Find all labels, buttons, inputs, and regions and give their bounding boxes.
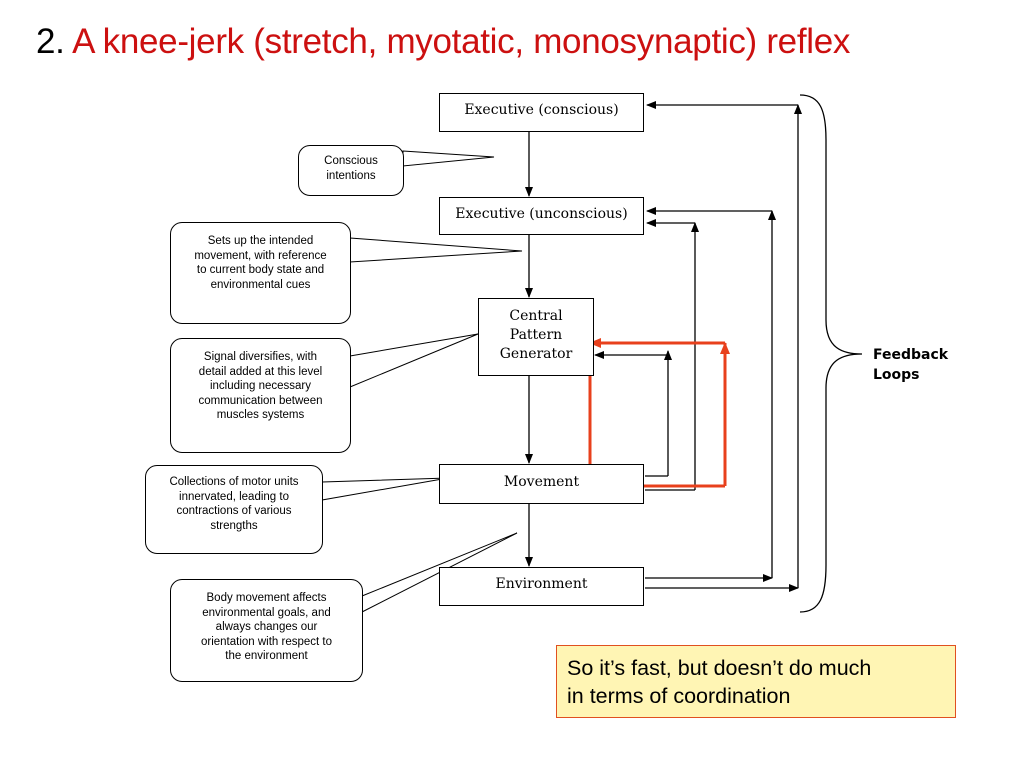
pointer-signal-diversifies	[349, 333, 479, 388]
environment-box: Environment	[439, 567, 644, 606]
pointer-conscious-intentions	[402, 150, 495, 167]
title-text: A knee-jerk (stretch, myotatic, monosyna…	[72, 22, 851, 61]
callout-note: So it’s fast, but doesn’t do much in ter…	[556, 645, 956, 718]
bubble-body-movement: Body movement affects environmental goal…	[170, 579, 363, 682]
executive-conscious-box: Executive (conscious)	[439, 93, 644, 132]
movement-box: Movement	[439, 464, 644, 504]
central-pattern-generator-box: Central Pattern Generator	[478, 298, 594, 376]
executive-unconscious-box: Executive (unconscious)	[439, 197, 644, 235]
title-number: 2.	[36, 22, 65, 61]
bubble-motor-units: Collections of motor units innervated, l…	[145, 465, 323, 554]
feedback-loops-label: Feedback Loops	[873, 347, 949, 383]
slide-title: 2. A knee-jerk (stretch, myotatic, monos…	[36, 22, 850, 62]
feedback-loop-arrows	[594, 101, 802, 592]
bubble-conscious-intentions: Conscious intentions	[298, 145, 404, 196]
callout-text: So it’s fast, but doesn’t do much in ter…	[567, 656, 872, 708]
bubble-sets-up-movement: Sets up the intended movement, with refe…	[170, 222, 351, 324]
bubble-signal-diversifies: Signal diversifies, with detail added at…	[170, 338, 351, 453]
pointer-motor-units	[321, 477, 449, 501]
pointer-sets-up-movement	[349, 237, 523, 263]
feedback-brace	[799, 94, 863, 613]
